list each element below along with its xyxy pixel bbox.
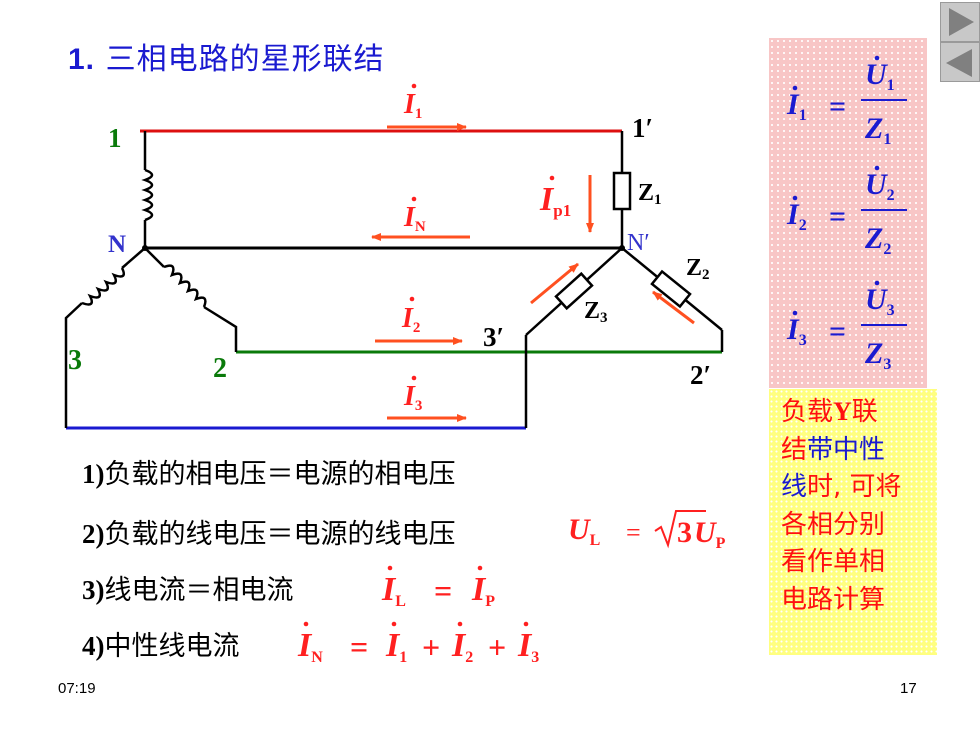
source-winding-2 (144, 247, 238, 352)
node-3p-label: 3′ (483, 322, 504, 352)
svg-text:IN: IN (297, 627, 323, 666)
node-2p-label: 2′ (690, 360, 711, 390)
svg-text:=: = (626, 518, 641, 547)
svg-text:3: 3 (677, 516, 692, 549)
svg-text:I2: I2 (786, 198, 807, 234)
svg-text:I3: I3 (403, 381, 422, 414)
load-z3 (524, 247, 623, 428)
svg-text:=: = (829, 200, 846, 233)
svg-text:U1: U1 (865, 58, 895, 94)
play-right-icon (949, 8, 974, 36)
phase-current-formulas (769, 38, 927, 388)
svg-text:UL: UL (568, 513, 600, 549)
svg-text:IP: IP (471, 571, 495, 610)
formula-i3: I3 = U3 Z3 (786, 280, 907, 373)
svg-text:+: + (422, 629, 440, 665)
slide-time: 07:19 (58, 680, 96, 697)
ip1-label: Ip1 (539, 175, 571, 220)
z2-label: Z2 (686, 255, 710, 283)
svg-text:=: = (350, 629, 368, 665)
node-1-label: 1 (108, 123, 122, 153)
svg-text:IN: IN (403, 202, 426, 235)
svg-text:I3: I3 (786, 313, 807, 349)
svg-text:=: = (829, 315, 846, 348)
load-z2 (621, 247, 724, 352)
next-slide-button[interactable] (940, 2, 980, 42)
svg-text:I2: I2 (451, 627, 473, 666)
line-phase-voltage-equation: UL = 3 UP (568, 510, 726, 552)
svg-text:Z3: Z3 (864, 337, 891, 373)
statement-3: 3)线电流＝相电流 (82, 575, 294, 606)
svg-text:I1: I1 (786, 88, 807, 124)
iz2-arrow (652, 290, 695, 325)
svg-text:Z1: Z1 (864, 112, 891, 148)
line-phase-current-equation: IL = IP (381, 565, 495, 610)
load-z1 (612, 131, 632, 248)
svg-text:I1: I1 (385, 627, 407, 666)
statement-1: 1)负载的相电压＝电源的相电压 (82, 459, 456, 490)
formula-i1: I1 = U1 Z1 (786, 55, 907, 148)
in-label: IN (403, 196, 426, 235)
svg-text:Z2: Z2 (864, 222, 891, 258)
formula-equations: I1 = U1 Z1 I2 = U2 Z2 I3 = U3 Z3 (786, 55, 907, 373)
svg-text:I2: I2 (401, 303, 420, 336)
iz3-arrow (530, 262, 579, 305)
node-np-label: N′ (627, 230, 650, 256)
prev-slide-button[interactable] (940, 42, 980, 82)
statement-2: 2)负载的线电压＝电源的线电压 (82, 519, 456, 550)
slide-title: 1. 三相电路的星形联结 (68, 42, 385, 77)
star-connection-circuit: 1 N 3 2 1′ N′ 3′ 2′ Z1 Z2 Z3 I1 IN Ip1 I… (64, 83, 724, 430)
z3-label: Z3 (584, 298, 608, 326)
svg-text:=: = (829, 90, 846, 123)
source-winding-3 (64, 247, 146, 428)
z1-label: Z1 (638, 180, 662, 208)
svg-text:U3: U3 (865, 283, 895, 319)
svg-text:+: + (488, 629, 506, 665)
formula-i2: I2 = U2 Z2 (786, 165, 907, 258)
node-3-label: 3 (68, 345, 82, 376)
node-1p-label: 1′ (632, 113, 653, 143)
svg-text:IL: IL (381, 571, 406, 610)
svg-text:=: = (434, 573, 452, 609)
svg-text:I3: I3 (517, 627, 539, 666)
slide-page-number: 17 (900, 680, 917, 697)
play-left-icon (946, 49, 972, 77)
svg-text:Ip1: Ip1 (539, 181, 571, 220)
i3-label: I3 (403, 375, 422, 414)
svg-text:U2: U2 (865, 168, 895, 204)
i1-label: I1 (403, 83, 422, 122)
i2-label: I2 (401, 296, 420, 336)
svg-text:I1: I1 (403, 89, 422, 122)
node-2-label: 2 (213, 353, 227, 384)
note-box: 负载Y联 结带中性 线时, 可将 各相分别 看作单相 电路计算 (769, 389, 937, 655)
neutral-current-equation: IN = I1 + I2 + I3 (297, 621, 539, 666)
source-winding-1 (141, 131, 154, 248)
node-n-label: N (108, 231, 126, 258)
svg-text:UP: UP (694, 516, 726, 552)
statement-4: 4)中性线电流 (82, 631, 240, 662)
